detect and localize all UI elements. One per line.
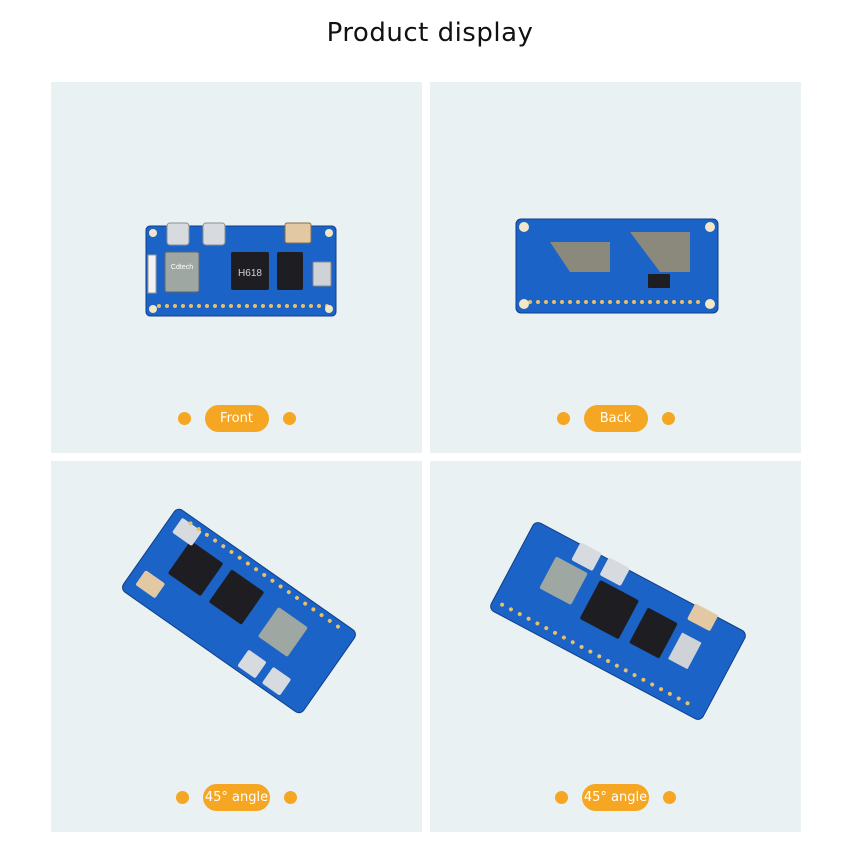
board-front-image: Cdtech H618	[145, 222, 337, 317]
tile-label-row: Back	[430, 404, 801, 432]
product-tile-angle-left[interactable]: 45° angle	[51, 461, 422, 832]
view-label-angle-left[interactable]: 45° angle	[202, 783, 271, 811]
page-title: Product display	[326, 18, 534, 48]
tile-label-row: Front	[51, 404, 422, 432]
decor-dot-left	[175, 790, 189, 804]
product-tile-angle-right[interactable]: 45° angle	[430, 461, 801, 832]
tile-label-row: 45° angle	[430, 783, 801, 811]
view-label-back[interactable]: Back	[583, 404, 648, 432]
decor-dot-left	[556, 411, 570, 425]
product-tile-back[interactable]: Back	[430, 82, 801, 453]
decor-dot-right	[284, 790, 298, 804]
view-label-front[interactable]: Front	[204, 404, 269, 432]
board-back-image	[515, 218, 719, 314]
board-angle-left-image	[122, 508, 356, 714]
decor-dot-right	[282, 411, 296, 425]
decor-dot-right	[661, 411, 675, 425]
board-angle-right-image	[490, 522, 746, 720]
decor-dot-left	[177, 411, 191, 425]
view-label-angle-right[interactable]: 45° angle	[581, 783, 650, 811]
decor-dot-left	[554, 790, 568, 804]
tile-label-row: 45° angle	[51, 783, 422, 811]
product-tile-front[interactable]: Cdtech H618 Front	[51, 82, 422, 453]
soc-chip-label: H618	[238, 268, 262, 279]
wifi-module-label: Cdtech	[171, 264, 193, 271]
decor-dot-right	[663, 790, 677, 804]
